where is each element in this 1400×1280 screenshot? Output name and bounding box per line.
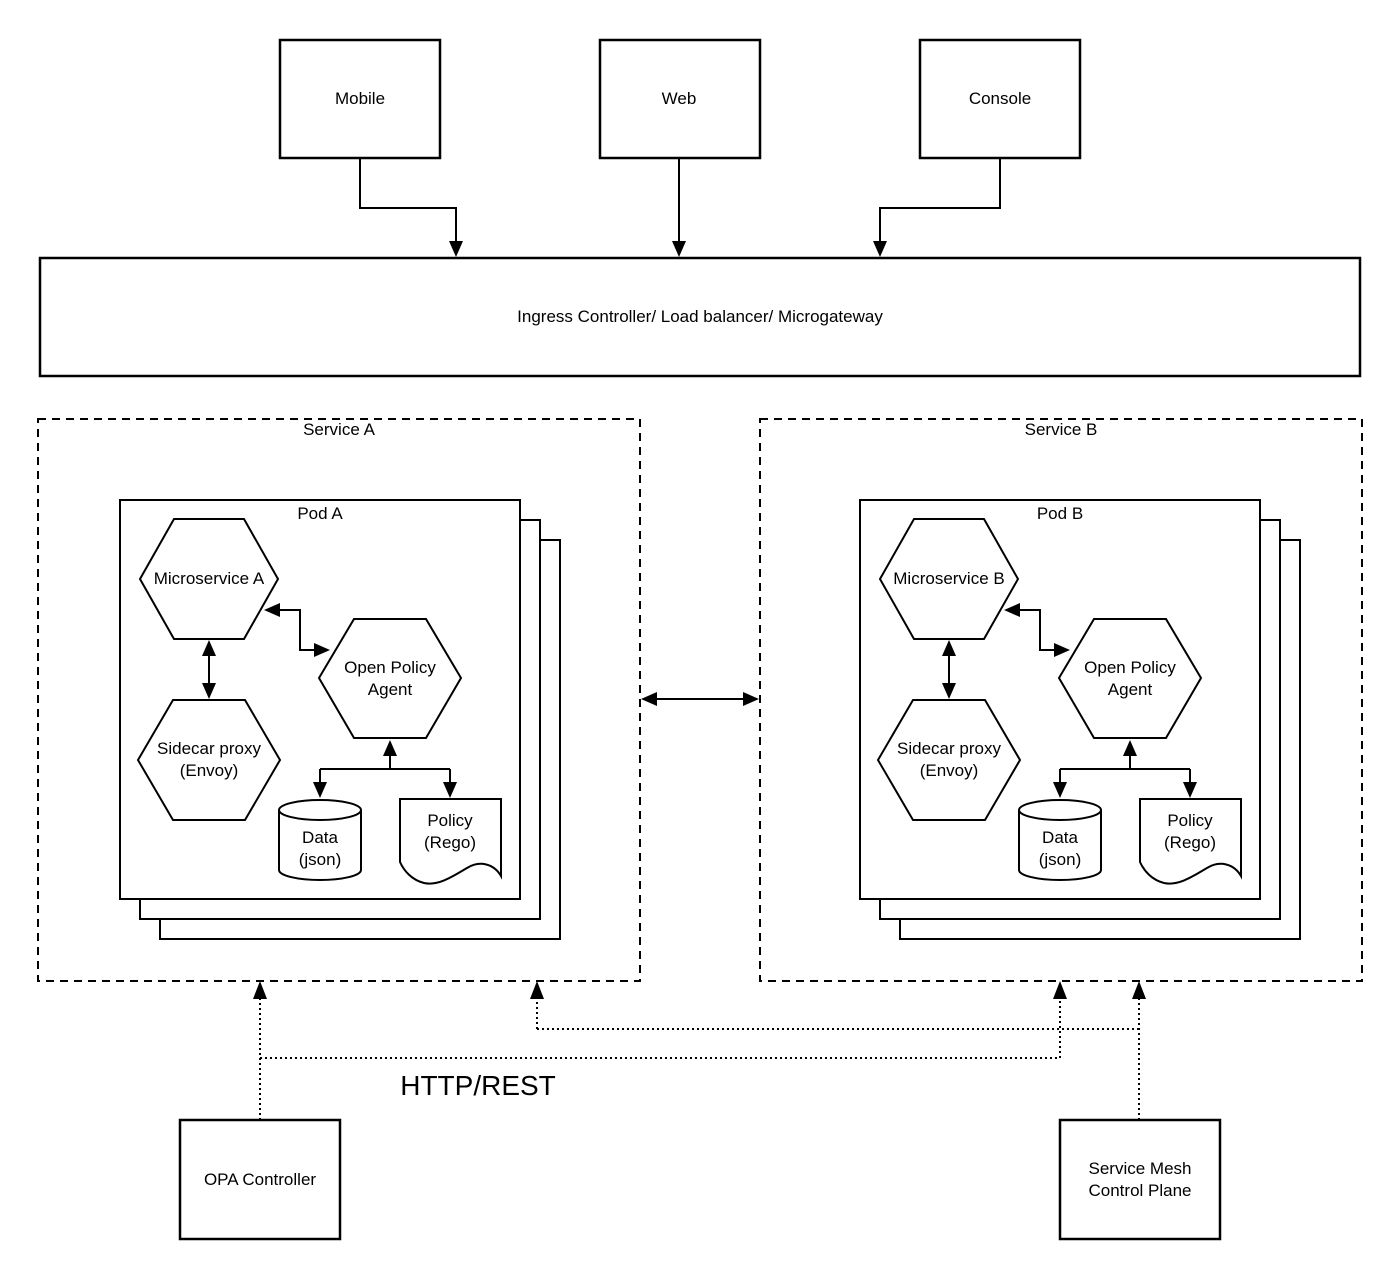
mobile-arrowhead-icon: [449, 241, 463, 257]
http-rest-label: HTTP/REST: [400, 1070, 556, 1101]
service-a-box: [37, 418, 641, 982]
service-a-left-arrowhead-icon: [641, 692, 657, 706]
policy-b-label: Policy (Rego): [1164, 810, 1216, 854]
opa-b-line2: Agent: [1107, 680, 1153, 699]
service-mesh-service-a-arrowhead-icon: [530, 981, 544, 999]
opa-controller-service-a-arrowhead-icon: [253, 981, 267, 999]
sidecar-proxy-a-hexagon: [136, 699, 282, 821]
opa-b-data-policy-link: [1059, 755, 1191, 783]
data-b-line1: Data: [1042, 828, 1078, 847]
opa-a-label: Open Policy Agent: [344, 657, 436, 701]
sidecar-proxy-b-hexagon: [876, 699, 1022, 821]
service-mesh-line1: Service Mesh: [1088, 1159, 1192, 1178]
opa-a-line1: Open Policy: [344, 658, 436, 677]
sidecar-a-line2: (Envoy): [179, 761, 239, 780]
microservice-b-label: Microservice B: [893, 569, 1005, 588]
data-a-line2: (json): [298, 850, 342, 869]
microservice-a-label: Microservice A: [153, 569, 265, 588]
policy-rego-a-document: [399, 798, 502, 885]
policy-a-down-arrowhead-icon: [443, 782, 457, 798]
service-b-right-arrowhead-icon: [743, 692, 759, 706]
sidecar-a-down-arrowhead-icon: [202, 683, 216, 699]
ms-a-opa-a-link: [279, 609, 315, 651]
console-label: Console: [968, 89, 1032, 108]
mobile-to-ingress-connector: [359, 158, 457, 243]
sidecar-b-label: Sidecar proxy (Envoy): [897, 738, 1001, 782]
service-b-box: [759, 418, 1363, 982]
mobile-box: [278, 38, 442, 160]
data-a-down-arrowhead-icon: [313, 782, 327, 798]
opa-b-up-arrowhead-icon: [1123, 740, 1137, 756]
web-label: Web: [661, 89, 697, 108]
ms-b-opa-b-link: [1019, 609, 1055, 651]
data-a-line1: Data: [302, 828, 338, 847]
opa-a-data-policy-link: [319, 755, 451, 783]
service-a-title: Service A: [303, 420, 375, 439]
data-b-down-arrowhead-icon: [1053, 782, 1067, 798]
opa-a-up-arrowhead-icon: [383, 740, 397, 756]
console-arrowhead-icon: [873, 241, 887, 257]
pod-b-title: Pod B: [1036, 504, 1084, 523]
policy-a-line2: (Rego): [424, 833, 476, 852]
opa-controller-service-b-arrowhead-icon: [1053, 981, 1067, 999]
opa-a-line2: Agent: [367, 680, 413, 699]
ingress-box: [38, 256, 1362, 378]
sidecar-a-label: Sidecar proxy (Envoy): [157, 738, 261, 782]
policy-b-down-arrowhead-icon: [1183, 782, 1197, 798]
open-policy-agent-b-hexagon: [1057, 618, 1203, 739]
open-policy-agent-a-hexagon: [317, 618, 463, 739]
data-json-b-cylinder: [1018, 810, 1102, 881]
service-mesh-links: [536, 998, 1140, 1120]
sidecar-a-line1: Sidecar proxy: [157, 739, 261, 758]
policy-b-line1: Policy: [1167, 811, 1213, 830]
ms-b-left-arrowhead-icon: [1004, 603, 1020, 617]
microservice-b-hexagon: [878, 518, 1020, 640]
service-mesh-control-plane-label: Service Mesh Control Plane: [1088, 1158, 1191, 1202]
opa-a-right-arrowhead-icon: [314, 643, 330, 657]
data-b-label: Data (json): [1039, 827, 1082, 871]
opa-controller-label: OPA Controller: [203, 1170, 317, 1189]
data-json-b-cylinder-top: [1018, 799, 1102, 821]
policy-a-label: Policy (Rego): [424, 810, 476, 854]
console-to-ingress-connector: [879, 158, 1001, 243]
sidecar-b-line2: (Envoy): [919, 761, 979, 780]
opa-b-label: Open Policy Agent: [1084, 657, 1176, 701]
data-json-a-cylinder: [278, 810, 362, 881]
policy-a-line1: Policy: [427, 811, 473, 830]
ms-a-left-arrowhead-icon: [264, 603, 280, 617]
policy-rego-b-document: [1139, 798, 1242, 885]
ingress-label: Ingress Controller/ Load balancer/ Micro…: [517, 307, 883, 326]
sidecar-b-line1: Sidecar proxy: [897, 739, 1001, 758]
ms-b-up-arrowhead-icon: [942, 640, 956, 656]
web-box: [598, 38, 762, 160]
service-mesh-service-b-arrowhead-icon: [1132, 981, 1146, 999]
web-arrowhead-icon: [672, 241, 686, 257]
opa-controller-links: [259, 998, 1061, 1120]
mobile-label: Mobile: [334, 89, 386, 108]
service-mesh-line2: Control Plane: [1088, 1181, 1192, 1200]
opa-b-line1: Open Policy: [1084, 658, 1176, 677]
console-box: [918, 38, 1082, 160]
sidecar-b-down-arrowhead-icon: [942, 683, 956, 699]
policy-b-line2: (Rego): [1164, 833, 1216, 852]
service-b-title: Service B: [1024, 420, 1098, 439]
data-a-label: Data (json): [299, 827, 342, 871]
opa-b-right-arrowhead-icon: [1054, 643, 1070, 657]
data-b-line2: (json): [1038, 850, 1082, 869]
ms-a-up-arrowhead-icon: [202, 640, 216, 656]
pod-a-title: Pod A: [297, 504, 343, 523]
microservice-a-hexagon: [138, 518, 280, 640]
data-json-a-cylinder-top: [278, 799, 362, 821]
opa-controller-box: [178, 1118, 342, 1241]
